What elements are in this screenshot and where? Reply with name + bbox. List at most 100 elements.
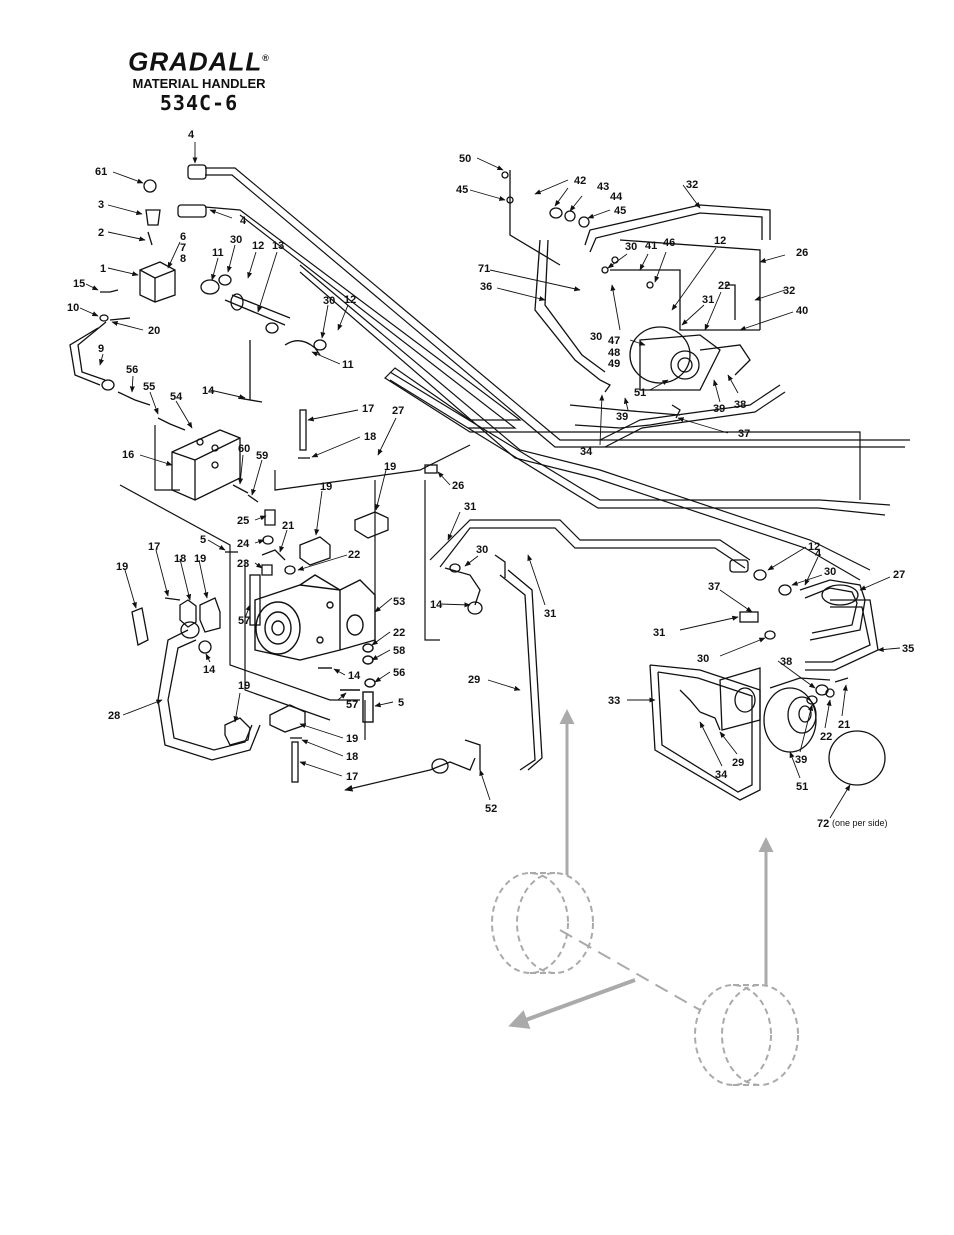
fitting-30g [764,630,776,640]
callout-57: 57 [238,615,250,627]
fitting-22d [825,688,835,698]
pump-port [346,614,364,636]
fitting-37b [739,611,759,623]
loop-4c [821,584,859,606]
callout-27: 27 [392,405,404,417]
tube-29b [507,569,543,771]
callout-45: 45 [456,184,468,196]
fitting-10 [99,314,109,322]
tube-33b [657,671,753,793]
motor-51-top [769,677,831,689]
callout-16: 16 [122,449,134,461]
line-run-c [299,264,871,571]
callout-30: 30 [476,544,488,556]
fitting-14c [198,640,212,654]
brand-block: GRADALL® MATERIAL HANDLER 534C-6 [108,44,290,114]
callout-51: 51 [796,781,808,793]
callout-12: 12 [714,235,726,247]
bracket-frame [610,269,760,331]
callout-18: 18 [346,751,358,763]
fitting-34a [599,379,611,393]
tube-39 [569,404,681,416]
washer-45b [578,216,590,228]
line-run-c2 [299,271,861,581]
callout-29: 29 [468,674,480,686]
valve-block-16 [171,429,241,501]
fitting-30f [778,584,792,596]
washer-45a [506,196,514,204]
callout-4: 4 [815,548,822,560]
fitting-22b [362,643,374,653]
callout-34: 34 [580,446,593,458]
callout-2: 2 [98,227,104,239]
callout-4: 4 [240,215,247,227]
brand-logo: GRADALL® [108,44,290,76]
bolt-2 [147,231,153,246]
washer-44 [564,210,576,222]
callout-33: 33 [608,695,620,707]
callout-26: 26 [452,480,464,492]
fitting-12d [729,559,749,573]
hose-28 [157,629,261,761]
fitting-24 [262,535,274,545]
line-run-e [429,519,751,561]
callout-56: 56 [126,364,138,376]
brand-name: GRADALL [128,46,263,77]
callout-19: 19 [238,680,250,692]
callout-30: 30 [697,653,709,665]
valve-block-16-top [171,437,241,461]
fitting-4a [187,164,207,180]
fitting-17b [164,597,181,601]
motor-housing-rear [629,326,691,384]
callout-60: 60 [238,443,250,455]
pump-top [299,574,341,591]
motor-mount-plate [719,667,761,731]
callout-31: 31 [464,501,476,513]
callout-28: 28 [108,710,120,722]
callout-39: 39 [795,754,807,766]
fitting-58a [362,655,374,665]
line-run-j [119,484,231,560]
tube-32-upper2 [589,212,763,253]
callout-61: 61 [95,166,107,178]
tube-27 [799,579,866,641]
callout-5: 5 [200,534,206,546]
brand-subtitle: MATERIAL HANDLER [132,75,266,91]
callout-52: 52 [485,803,497,815]
callout-17: 17 [346,771,358,783]
valve-1-top [139,269,176,279]
callout-8: 8 [180,253,186,265]
elbow-14d [444,567,481,606]
lower-left-components [131,597,306,783]
callout-18: 18 [364,431,376,443]
tube-33 [649,664,761,801]
pump-body [254,579,376,661]
fitting-20 [109,317,131,321]
callout-17: 17 [362,403,374,415]
left-wheel-back [491,872,569,974]
upper-left-components [69,164,327,431]
valve-block-assembly [171,409,438,626]
callout-1: 1 [100,263,106,275]
rod-50 [509,170,561,266]
clamp-19f [224,717,251,746]
callout-26: 26 [796,247,808,259]
right-wheel-front [721,984,799,1086]
callout-4: 4 [188,129,195,141]
callout-41: 41 [645,240,657,252]
callout-9: 9 [98,343,104,355]
tube-32-upper [584,204,771,246]
line-run-f2 [604,391,786,448]
fitting-21b [834,677,849,683]
clamp-19b [354,511,389,539]
callout-72: 72 [817,818,829,830]
fitting-50 [501,171,509,179]
tube-36b [544,239,606,373]
callout-14: 14 [202,385,215,397]
fitting-30b [313,339,327,351]
center-components [429,554,543,774]
fitting-56b [364,678,376,688]
line-run-m [424,480,440,641]
